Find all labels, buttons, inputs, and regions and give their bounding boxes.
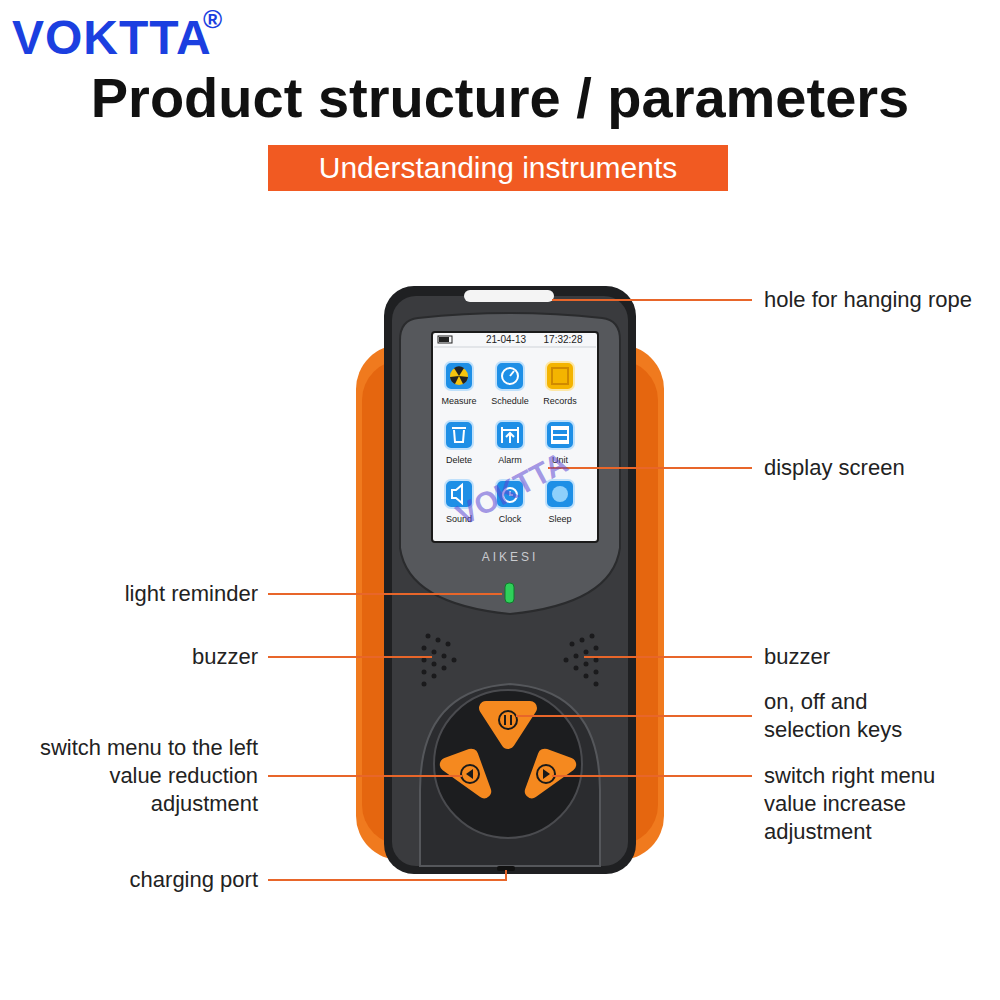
body-rim — [384, 286, 636, 874]
title-band: Understanding instruments — [268, 145, 728, 191]
registered-mark: ® — [203, 6, 222, 32]
keys — [447, 708, 569, 800]
callout-label: display screen — [764, 454, 905, 482]
battery-level — [439, 337, 449, 342]
leader-lines — [268, 300, 752, 880]
callout-label: switch right menu value increase adjustm… — [764, 762, 969, 846]
callout-label: buzzer — [764, 643, 830, 671]
screen-icon-label: Sleep — [548, 515, 571, 524]
device-brand: AIKESI — [482, 551, 539, 563]
body-face — [392, 296, 628, 866]
battery-icon — [438, 336, 452, 343]
band-text: Understanding instruments — [319, 150, 678, 186]
screen-icon-label: Alarm — [498, 456, 522, 465]
brand-logo: VOKTTA — [12, 14, 212, 62]
button-pad — [434, 690, 582, 838]
page-title: Product structure / parameters — [91, 66, 909, 130]
screen-icon-label: Measure — [441, 397, 476, 406]
callout-label: on, off and selection keys — [764, 688, 936, 744]
callout-label: light reminder — [125, 580, 258, 608]
screen-icon-label: Clock — [499, 515, 522, 524]
status-divider — [434, 347, 596, 348]
display-screen — [432, 332, 598, 542]
screen-icon-label: Schedule — [491, 397, 529, 406]
callout-label: buzzer — [192, 643, 258, 671]
light-reminder — [505, 583, 514, 603]
screen-icon-label: Delete — [446, 456, 472, 465]
screen-icon-label: Records — [543, 397, 577, 406]
buzzer-grille — [422, 634, 599, 687]
callout-label: charging port — [130, 866, 258, 894]
screen-bezel — [400, 313, 620, 614]
callout-label: hole for hanging rope — [764, 286, 972, 314]
hanging-hole — [464, 290, 554, 302]
callout-label: switch menu to the left value reduction … — [3, 734, 258, 818]
screen-time: 17:32:28 — [544, 335, 583, 345]
screen-date: 21-04-13 — [486, 335, 526, 345]
